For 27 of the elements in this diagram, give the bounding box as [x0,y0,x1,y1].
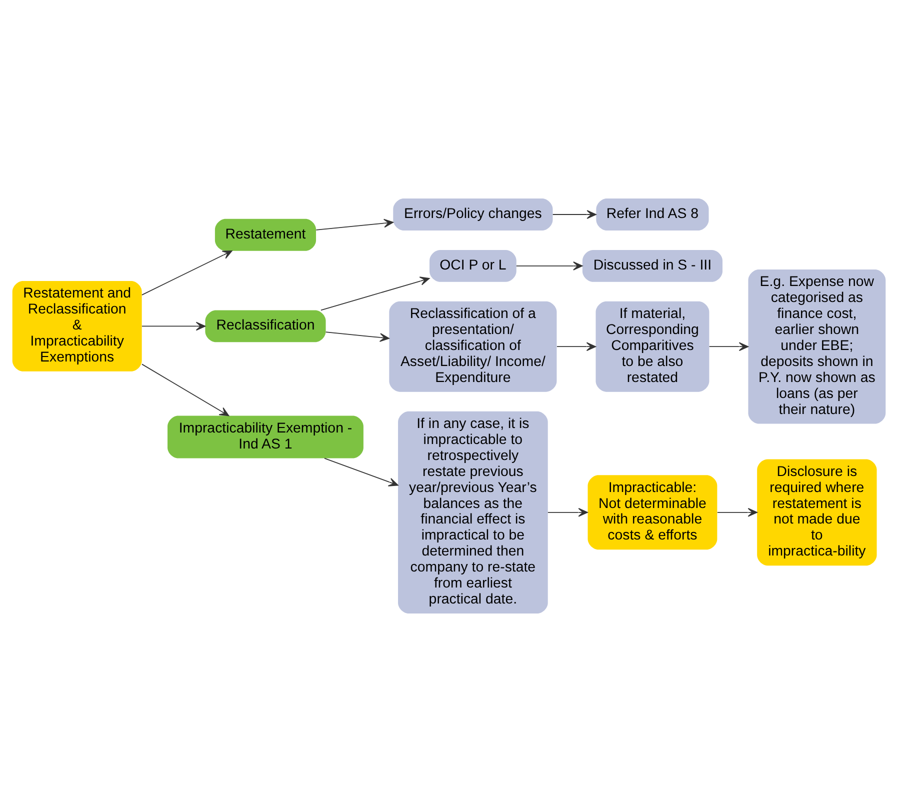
arrow [708,342,749,351]
node-box: Refer Ind AS 8 [596,198,709,230]
node-box: Errors/Policy changes [393,198,553,230]
node-box: Restatement [214,218,316,250]
arrow [716,507,758,516]
node-box: E.g. Expense now categorised as finance cost, earlier shown under EBE; deposits shown in P.Y. now shown as loans (as per their nature) [748,268,886,424]
node-box: Reclassification [205,310,326,342]
node-box: Impracticable: Not determinable with reasonable costs & efforts [588,474,718,550]
node-box: If in any case, it is impracticable to retrospectively restate previous year/previous Year’s balances as the financial effect is impractical to be determined then company to re-state from earliest practical date. [398,410,548,613]
arrow [552,210,596,218]
arrow [142,363,230,416]
arrow [547,507,588,516]
node-box: Restatement and Reclassification & Impracticability Exemptions [12,280,142,371]
node-box: OCI P or L [430,249,516,282]
node-box: Discussed in S - III [582,249,722,282]
arrow [324,457,398,486]
arrow [325,331,390,342]
arrow [320,276,430,310]
node-box: Disclosure is required where restatement is not made due to impractica-bility [757,458,877,566]
arrow [316,218,394,230]
node-box: Reclassification of a presentation/ classification of Asset/Liability/ Income/ Expenditure [389,300,557,392]
arrow [516,261,583,270]
node-box: If material, Corresponding Comparitives to be also restated [596,300,710,392]
node-box: Impracticability Exemption - Ind AS 1 [168,415,364,458]
arrow [142,321,206,330]
arrow [142,250,232,295]
arrow [556,342,596,351]
